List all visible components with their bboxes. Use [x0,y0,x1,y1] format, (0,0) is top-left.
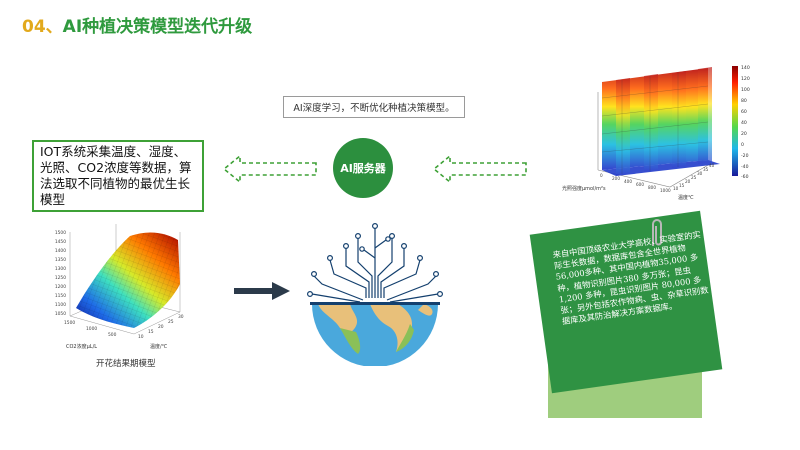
ai-server-circle: AI服务器 [333,138,393,198]
circuit-tree [311,228,439,303]
z-tick: 1300 [55,266,66,272]
slice-planes [602,67,720,176]
colorbar-tick: 120 [741,76,750,82]
y-tick: 40 [709,163,715,168]
slice-gridlines [601,72,709,174]
x-tick: 1000 [660,188,671,193]
colorbar-tick: 80 [741,98,747,104]
x-tick: 1500 [64,320,75,326]
z-tick: 1050 [55,311,66,317]
colorbar-tick: -60 [741,174,749,180]
y-axis-label: 温度℃ [678,194,694,201]
colorbar-tick: 20 [741,131,747,137]
y-axis-label: 温度/℃ [150,343,168,350]
globe [310,302,440,366]
dashed-arrow-right [432,154,527,184]
colorbar-tick: -40 [741,164,749,170]
z-tick: 1150 [55,293,66,299]
paperclip-icon [652,219,662,246]
slice-frame [597,92,711,188]
title-number: 04、 [22,17,63,37]
x-tick: 0 [600,173,603,178]
ai-learning-note: AI深度学习，不断优化种植决策模型。 [283,96,465,118]
colorbar [732,66,738,176]
colorbar-tick: 40 [741,120,747,126]
y-tick: 10 [138,334,144,340]
y-tick: 35 [703,167,709,172]
colorbar-tick: 0 [741,142,744,148]
colorbar-tick: 100 [741,87,750,93]
z-tick: 1350 [55,257,66,263]
x-tick: 400 [624,179,632,184]
z-tick: 1100 [55,302,66,308]
z-tick: 1450 [55,239,66,245]
y-tick: 20 [685,179,691,184]
page-title: 04、AI种植决策模型迭代升级 [22,12,252,37]
circuit-nodes [306,222,444,297]
dark-arrow-right [234,282,290,300]
x-axis-label: CO2浓度μL/L [66,343,97,350]
z-tick: 1200 [55,284,66,290]
circuit-globe-illustration [306,222,444,366]
y-tick: 25 [691,175,697,180]
y-tick: 10 [673,186,679,191]
iot-description-box: IOT系统采集温度、湿度、光照、CO2浓度等数据，算法选取不同植物的最优生长模型 [32,140,204,212]
y-tick: 25 [168,319,174,325]
x-axis-label: 光照强度μmol/m²s [562,185,606,192]
dashed-arrow-left [222,154,317,184]
x-tick: 800 [648,185,656,190]
z-tick: 1400 [55,248,66,254]
y-tick: 15 [679,183,685,188]
z-tick: 1500 [55,230,66,236]
x-tick: 1000 [86,326,97,332]
z-tick: 1250 [55,275,66,281]
x-tick: 200 [612,176,620,181]
x-tick: 500 [108,332,117,338]
y-tick: 30 [178,314,184,320]
colorbar-tick: 60 [741,109,747,115]
surface-chart-caption: 开花结果期模型 [96,359,156,369]
x-tick: 600 [636,182,644,187]
slice-chart-3d: 140 120 100 80 60 40 20 0 -20 -40 -60 0 … [562,65,750,201]
y-tick: 15 [148,329,154,335]
y-tick: 20 [158,324,164,330]
colorbar-tick: 140 [741,65,750,71]
y-tick: 30 [697,171,703,176]
colorbar-tick: -20 [741,153,749,159]
surface-chart-3d: 1500 1450 1400 1350 1300 1250 1200 1150 … [55,224,184,350]
title-text: AI种植决策模型迭代升级 [62,17,253,37]
